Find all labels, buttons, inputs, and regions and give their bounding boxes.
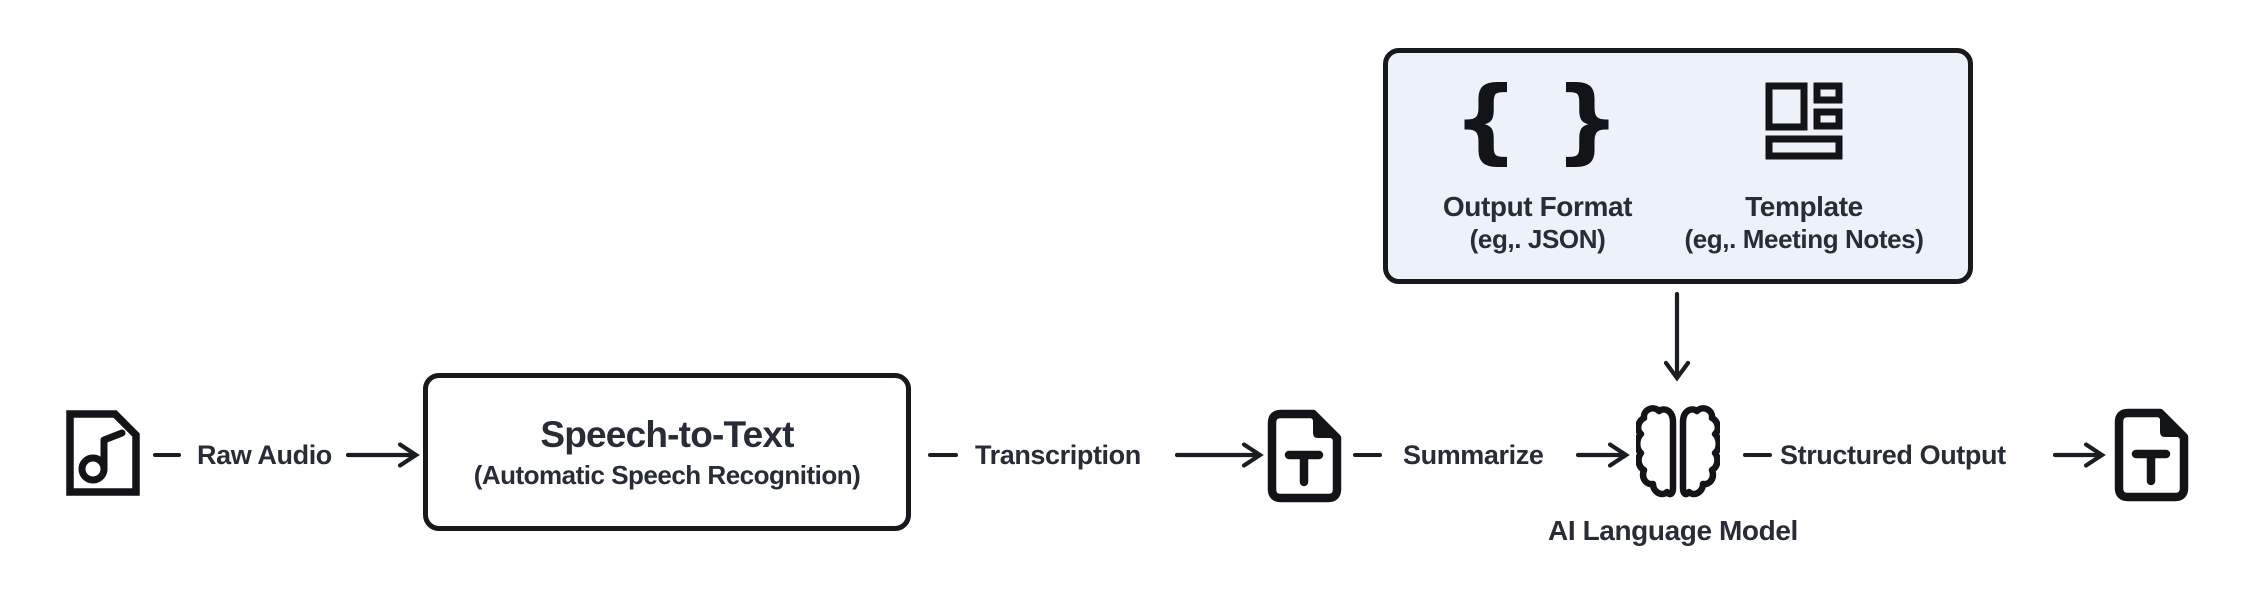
config-item-title: Output Format [1442, 191, 1633, 222]
config-item-subtitle: (eg,. Meeting Notes) [1684, 224, 1924, 254]
braces-icon: { } [1452, 67, 1623, 174]
arrow-right-icon [1175, 442, 1264, 468]
speech-to-text-node: Speech-to-Text (Automatic Speech Recogni… [423, 373, 911, 531]
edge-label-transcription: Transcription [975, 440, 1141, 470]
config-item-title: Template [1745, 191, 1863, 222]
edge-label-raw-audio: Raw Audio [197, 440, 332, 470]
stt-node-title: Speech-to-Text [540, 414, 794, 455]
brain-icon [1636, 405, 1720, 498]
edge-label-structured-output: Structured Output [1780, 440, 2006, 470]
connector-dash [1353, 453, 1382, 457]
config-box [1383, 48, 1973, 284]
audio-file-icon [66, 410, 140, 496]
arrow-right-icon [1576, 442, 1630, 468]
connector-dash [928, 453, 958, 457]
text-file-icon [2114, 408, 2189, 502]
arrow-right-icon [2053, 442, 2106, 468]
arrow-down-icon [1663, 292, 1691, 382]
edge-label-summarize: Summarize [1403, 440, 1544, 470]
connector-dash [1743, 453, 1772, 457]
connector-dash [153, 453, 181, 457]
arrow-right-icon [346, 442, 420, 468]
model-node-label: AI Language Model [1548, 515, 1798, 546]
template-icon [1765, 82, 1843, 160]
text-file-icon [1267, 409, 1342, 503]
config-item-template: Template (eg,. Meeting Notes) [1669, 52, 1939, 255]
stt-node-subtitle: (Automatic Speech Recognition) [473, 460, 861, 490]
config-item-subtitle: (eg,. JSON) [1469, 224, 1606, 254]
config-item-output-format: { } Output Format (eg,. JSON) [1415, 52, 1660, 255]
